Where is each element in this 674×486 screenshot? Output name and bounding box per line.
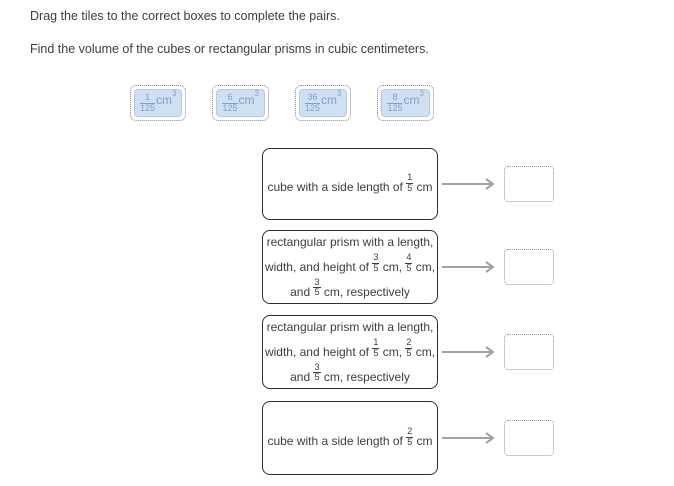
instruction-find-volume: Find the volume of the cubes or rectangu… (30, 42, 429, 56)
answer-dropzone-4[interactable] (504, 420, 554, 456)
arrow-right-icon (442, 432, 495, 444)
question-text-line1: rectangular prism with a length, (266, 234, 434, 249)
instruction-drag-tiles: Drag the tiles to the correct boxes to c… (30, 9, 340, 23)
question-text-line1: rectangular prism with a length, (266, 319, 434, 334)
arrow-right-icon (442, 261, 495, 273)
answer-dropzone-3[interactable] (504, 334, 554, 370)
unit-label: cm3 (156, 88, 177, 107)
unit-label: cm3 (321, 88, 342, 107)
arrow-right-icon (442, 346, 495, 358)
question-prism-3-4-3: rectangular prism with a length, width, … (262, 230, 438, 304)
unit-label: cm3 (403, 88, 424, 107)
answer-dropzone-1[interactable] (504, 166, 554, 202)
unit-label: cm3 (238, 88, 259, 107)
arrow-right-icon (442, 178, 495, 190)
question-prism-1-2-3: rectangular prism with a length, width, … (262, 315, 438, 389)
answer-dropzone-2[interactable] (504, 249, 554, 285)
